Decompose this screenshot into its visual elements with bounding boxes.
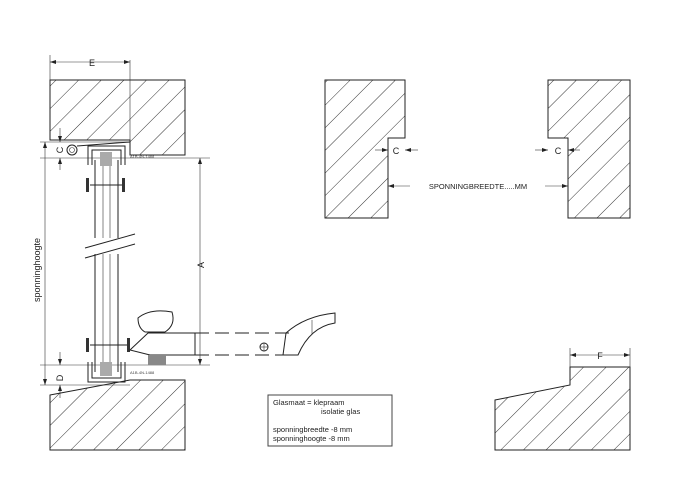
top-wall-section: [49, 79, 186, 156]
dimension-d: D: [55, 352, 65, 398]
dimension-c-label: C: [393, 146, 400, 156]
dimension-f-label: F: [597, 351, 603, 361]
right-jamb-section: [547, 79, 631, 219]
dimension-a-label: A: [196, 262, 206, 268]
dimension-c-left: C: [55, 128, 65, 170]
window-handle: [128, 310, 336, 365]
dimension-e-label: E: [89, 58, 95, 68]
bottom-profile: A1B-4N-1488: [86, 338, 155, 383]
bottom-profile-code: A1B-4N-1488: [130, 370, 155, 375]
glass-pane: [84, 160, 136, 372]
dimension-d-label: D: [55, 374, 65, 381]
note-line: Glasmaat = klepraam: [273, 398, 345, 407]
dimension-c-right: C C: [375, 146, 580, 156]
sill-section: [494, 366, 631, 451]
sill-wall-section: [49, 379, 186, 451]
top-profile: A1B-4N-1488: [66, 141, 155, 192]
dimension-c-label: C: [555, 146, 562, 156]
dimension-f: F: [569, 348, 631, 367]
note-line: isolatie glas: [321, 407, 360, 416]
dimension-c-label: C: [55, 146, 65, 153]
glass-size-note: Glasmaat = klepraam isolatie glas sponni…: [267, 394, 393, 447]
note-line: sponninghoogte -8 mm: [273, 434, 350, 443]
left-jamb-section: [324, 79, 406, 219]
dimension-a: A: [196, 158, 206, 365]
note-line: sponningbreedte -8 mm: [273, 425, 352, 434]
top-profile-code: A1B-4N-1488: [130, 154, 155, 159]
sponningbreedte-label: SPONNINGBREEDTE.....MM: [429, 182, 527, 191]
dimension-sponningbreedte: SPONNINGBREEDTE.....MM: [388, 182, 568, 191]
dimension-e: E: [49, 55, 130, 80]
dimension-sponninghoogte: sponninghoogte: [32, 142, 47, 385]
sponninghoogte-label: sponninghoogte: [32, 238, 42, 302]
